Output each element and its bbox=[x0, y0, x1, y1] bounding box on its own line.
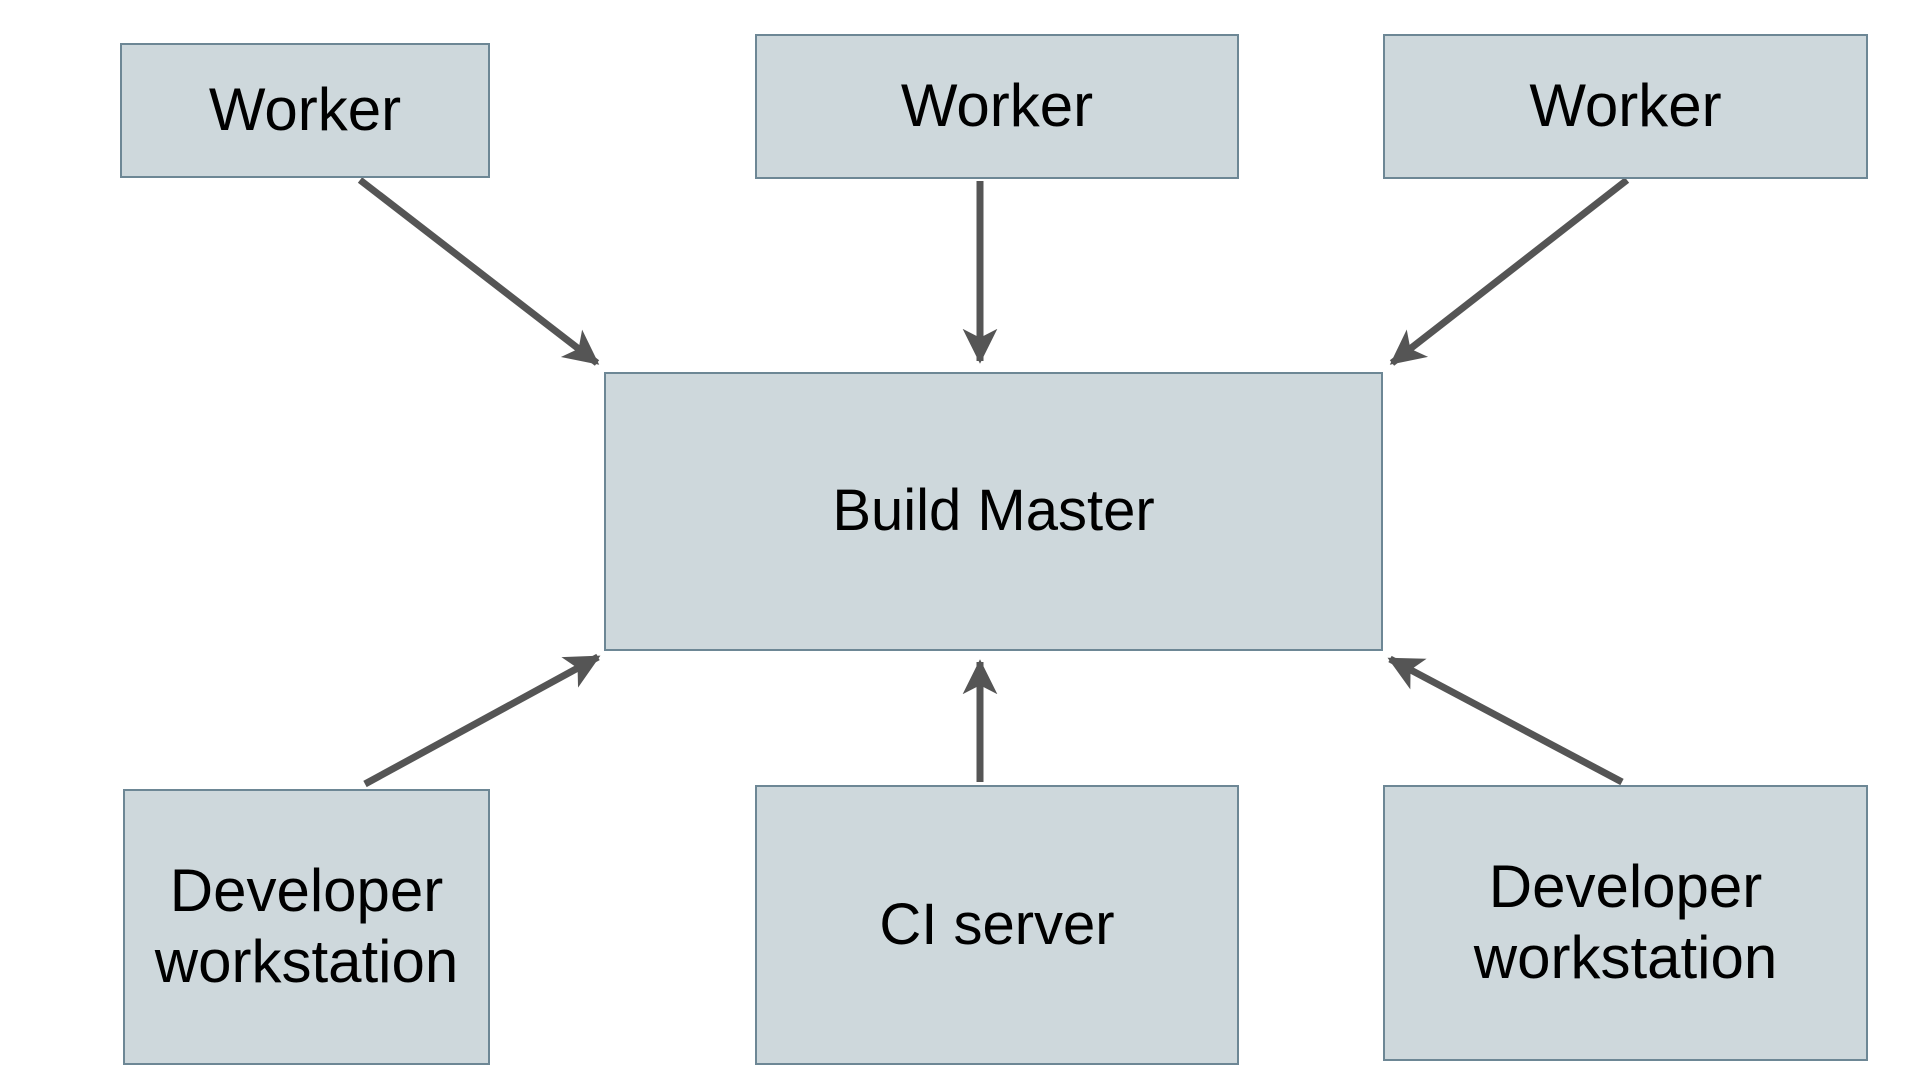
node-worker-2[interactable]: Worker bbox=[755, 34, 1239, 179]
node-developer-workstation-left[interactable]: Developer workstation bbox=[123, 789, 490, 1065]
edge-worker-1-to-build-master bbox=[357, 177, 600, 366]
node-build-master-label: Build Master bbox=[832, 478, 1155, 544]
node-developer-workstation-right-label: Developer workstation bbox=[1473, 853, 1778, 991]
edge-worker-3-to-build-master bbox=[1389, 177, 1630, 366]
node-developer-workstation-right[interactable]: Developer workstation bbox=[1383, 785, 1868, 1061]
node-build-master[interactable]: Build Master bbox=[604, 372, 1383, 651]
node-worker-2-label: Worker bbox=[900, 72, 1094, 140]
node-developer-workstation-left-label: Developer workstation bbox=[154, 857, 459, 995]
node-worker-3-label: Worker bbox=[1529, 72, 1722, 140]
edge-dev-ws-1-to-build-master bbox=[363, 653, 601, 788]
node-worker-3[interactable]: Worker bbox=[1383, 34, 1868, 179]
edge-dev-ws-2-to-build-master bbox=[1387, 655, 1624, 786]
node-ci-server[interactable]: CI server bbox=[755, 785, 1239, 1065]
node-worker-1[interactable]: Worker bbox=[120, 43, 490, 178]
node-ci-server-label: CI server bbox=[879, 891, 1115, 957]
node-worker-1-label: Worker bbox=[208, 76, 402, 144]
